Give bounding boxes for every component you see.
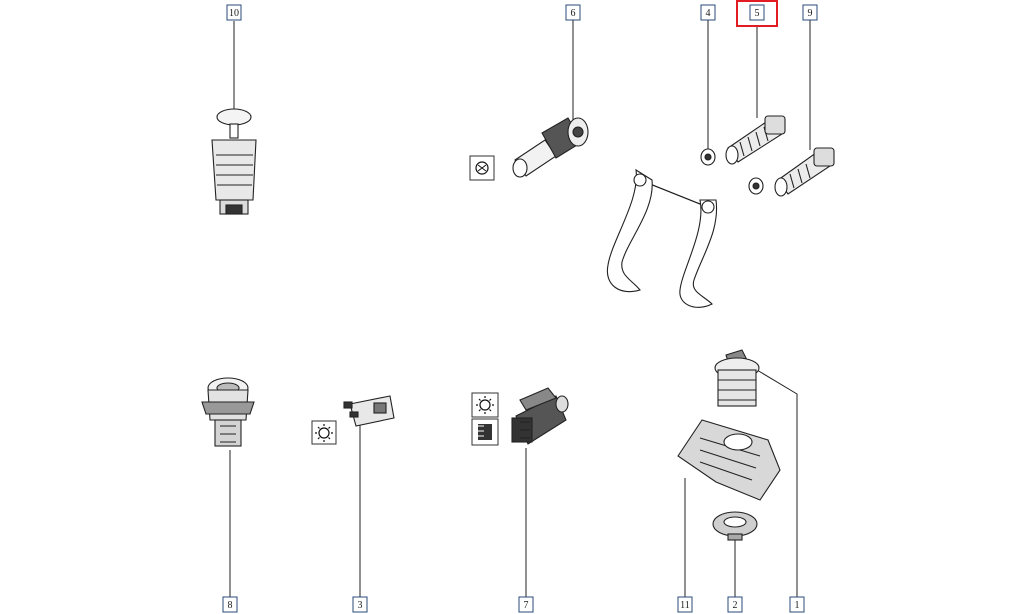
part-5-pedal-switch <box>725 115 786 165</box>
callout-2[interactable]: 2 <box>727 596 743 613</box>
svg-text:7: 7 <box>524 600 529 611</box>
svg-text:4: 4 <box>706 8 711 19</box>
part-3-lamp-switch <box>343 395 395 427</box>
svg-text:6: 6 <box>571 8 576 19</box>
callout-9[interactable]: 9 <box>802 4 818 21</box>
callout-5[interactable]: 5 <box>749 4 765 21</box>
pedal-assembly <box>606 168 718 308</box>
lamp-icon <box>469 155 495 181</box>
leader-lines <box>229 20 811 598</box>
svg-text:9: 9 <box>808 8 813 19</box>
callout-1[interactable]: 1 <box>789 596 805 613</box>
callout-5-highlight <box>736 0 778 27</box>
part-11-bracket <box>677 419 781 501</box>
light-bulb-icon <box>471 392 499 418</box>
part-10-push-switch <box>211 108 257 215</box>
callout-11[interactable]: 11 <box>677 596 693 613</box>
part-2-ring-nut <box>712 511 758 541</box>
part-4-nut <box>700 148 716 166</box>
svg-text:5: 5 <box>755 8 760 19</box>
headlamp-icon <box>471 418 499 446</box>
callout-8[interactable]: 8 <box>222 596 238 613</box>
callout-7[interactable]: 7 <box>518 596 534 613</box>
callout-10[interactable]: 10 <box>226 4 242 21</box>
part-9-pedal-switch <box>748 147 835 197</box>
part-6-sensor <box>512 117 589 178</box>
lamp-icon <box>311 420 337 445</box>
svg-text:3: 3 <box>358 600 363 611</box>
svg-text:2: 2 <box>733 600 738 611</box>
svg-text:8: 8 <box>228 600 233 611</box>
svg-text:1: 1 <box>795 600 800 611</box>
callout-6[interactable]: 6 <box>565 4 581 21</box>
part-8-door-switch <box>201 377 255 447</box>
callout-3[interactable]: 3 <box>352 596 368 613</box>
callout-4[interactable]: 4 <box>700 4 716 21</box>
part-1-switch <box>714 349 760 407</box>
svg-text:10: 10 <box>229 8 239 19</box>
svg-text:11: 11 <box>680 600 690 611</box>
part-7-connector-switch <box>511 387 569 445</box>
